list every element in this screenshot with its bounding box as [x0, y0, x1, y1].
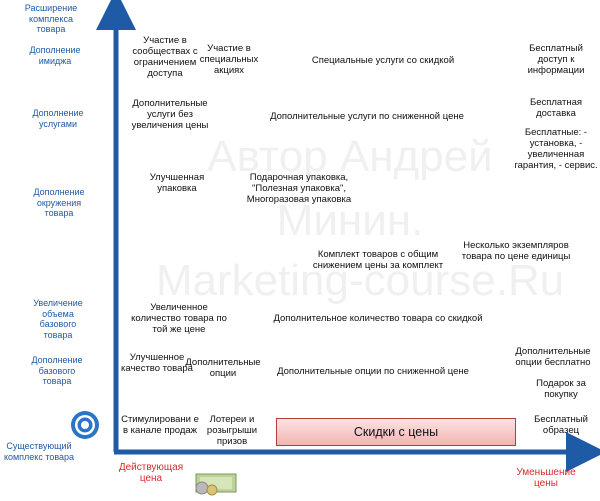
y-label-image: Дополнение имиджа	[25, 45, 85, 66]
cell-free-info-access: Бесплатный доступ к информации	[516, 43, 596, 76]
y-label-existing: Существующий комплекс товара	[0, 441, 78, 462]
discount-bar-label: Скидки с цены	[354, 425, 438, 439]
cell-special-actions: Участие в специальных акциях	[198, 43, 260, 76]
cell-free-sample: Бесплатный образец	[526, 414, 596, 436]
y-label-base-addition: Дополнение базового товара	[26, 355, 88, 387]
cell-gift-for-purchase: Подарок за покупку	[524, 378, 598, 400]
cell-lotteries: Лотереи и розыгрыши призов	[196, 414, 268, 447]
y-label-volume: Увеличение объема базового товара	[28, 298, 88, 340]
money-image	[190, 470, 240, 496]
cell-increased-quantity: Увеличенное количество товара по той же …	[130, 302, 228, 335]
x-label-current-price: Действующая цена	[116, 462, 186, 484]
y-label-environment: Дополнение окружения товара	[27, 187, 91, 219]
cell-channel-stimulation: Стимулировани е в канале продаж	[120, 414, 200, 436]
y-label-services: Дополнение услугами	[28, 108, 88, 129]
cell-gift-packaging: Подарочная упаковка, "Полезная упаковка"…	[226, 172, 372, 205]
cell-extra-options: Дополнительные опции	[182, 357, 264, 379]
cell-free-delivery: Бесплатная доставка	[516, 97, 596, 119]
cell-extra-quantity-discount: Дополнительное количество товара со скид…	[270, 313, 486, 324]
cell-special-services-discount: Специальные услуги со скидкой	[288, 55, 478, 66]
cell-extra-options-reduced: Дополнительные опции по сниженной цене	[268, 366, 478, 377]
x-label-price-decrease: Уменьшение цены	[515, 467, 577, 489]
cell-free-installation: Бесплатные: - установка, - увеличенная г…	[514, 127, 598, 171]
y-label-extension: Расширение комплекса товара	[22, 3, 80, 35]
cell-communities: Участие в сообществах с ограничением дос…	[124, 35, 206, 79]
cell-extra-services-reduced: Дополнительные услуги по сниженной цене	[248, 111, 486, 122]
cell-improved-packaging: Улучшенная упаковка	[134, 172, 220, 194]
discount-bar: Скидки с цены	[276, 418, 516, 446]
cell-bundle-discount: Комплект товаров с общим снижением цены …	[298, 249, 458, 271]
origin-target-icon	[70, 410, 100, 440]
cell-extra-services-no-increase: Дополнительные услуги без увеличения цен…	[124, 98, 216, 131]
cell-extra-options-free: Дополнительные опции бесплатно	[508, 346, 598, 368]
cell-multiple-units: Несколько экземпляров товара по цене еди…	[452, 240, 580, 262]
